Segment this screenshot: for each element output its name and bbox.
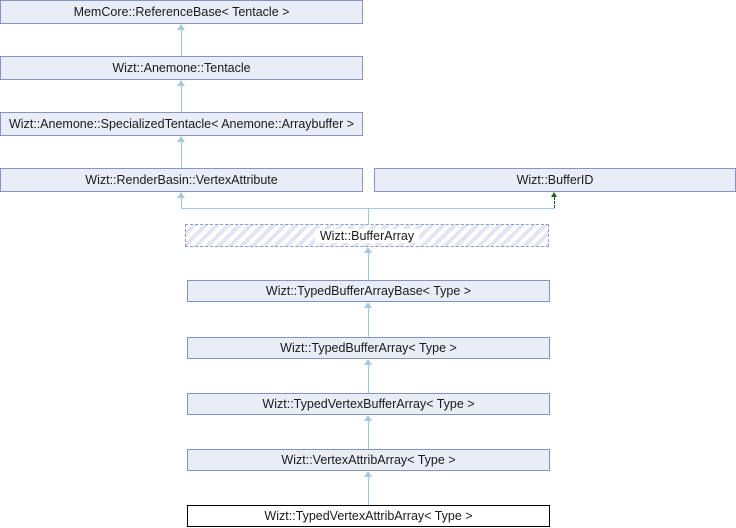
class-node-label: Wizt::Anemone::SpecializedTentacle< Anem… — [8, 117, 355, 131]
inheritance-arrowhead-icon — [364, 302, 372, 308]
inheritance-arrowhead-icon — [364, 471, 372, 477]
class-node-label: Wizt::TypedBufferArrayBase< Type > — [265, 284, 472, 298]
inheritance-arrowhead-icon — [177, 80, 185, 86]
inheritance-arrowhead-icon — [177, 192, 185, 198]
class-node-label: Wizt::Anemone::Tentacle — [112, 61, 251, 75]
inheritance-edge-line — [368, 308, 369, 337]
protected-inheritance-edge-line — [554, 197, 555, 208]
inheritance-edge-line — [368, 253, 369, 280]
class-node-label: Wizt::RenderBasin::VertexAttribute — [85, 173, 278, 187]
class-node-tentacle[interactable]: Wizt::Anemone::Tentacle — [0, 56, 363, 80]
inheritance-edge-line — [368, 421, 369, 449]
class-node-specializedtentacle[interactable]: Wizt::Anemone::SpecializedTentacle< Anem… — [0, 112, 363, 136]
class-node-vertexattribute[interactable]: Wizt::RenderBasin::VertexAttribute — [0, 168, 363, 192]
class-node-referencebase[interactable]: MemCore::ReferenceBase< Tentacle > — [0, 0, 363, 24]
inheritance-edge-line — [368, 208, 369, 224]
inheritance-arrowhead-icon — [364, 247, 372, 253]
inheritance-arrowhead-icon — [364, 415, 372, 421]
inheritance-arrowhead-icon — [177, 24, 185, 30]
inheritance-edge-line — [181, 142, 182, 168]
class-node-label: Wizt::TypedBufferArray< Type > — [280, 341, 457, 355]
class-node-label: MemCore::ReferenceBase< Tentacle > — [73, 5, 290, 19]
class-node-bufferid[interactable]: Wizt::BufferID — [374, 168, 736, 192]
inheritance-edge-line — [181, 30, 182, 56]
class-node-label: Wizt::BufferArray — [314, 228, 420, 243]
protected-inheritance-arrowhead-icon — [551, 192, 557, 197]
class-node-label: Wizt::TypedVertexBufferArray< Type > — [262, 397, 475, 411]
class-node-typedbufferarraybase[interactable]: Wizt::TypedBufferArrayBase< Type > — [187, 280, 550, 302]
class-node-label: Wizt::BufferID — [516, 173, 594, 187]
class-node-vertexattribarray[interactable]: Wizt::VertexAttribArray< Type > — [187, 449, 550, 471]
class-node-typedvertexbufferarray[interactable]: Wizt::TypedVertexBufferArray< Type > — [187, 393, 550, 415]
class-node-typedbufferarray[interactable]: Wizt::TypedBufferArray< Type > — [187, 337, 550, 359]
class-node-bufferarray-undocumented: Wizt::BufferArray — [185, 224, 549, 247]
inheritance-edge-line — [368, 477, 369, 505]
inheritance-edge-line — [368, 365, 369, 393]
class-node-label: Wizt::VertexAttribArray< Type > — [281, 453, 456, 467]
class-node-label: Wizt::TypedVertexAttribArray< Type > — [264, 509, 473, 523]
inheritance-edge-line — [181, 198, 182, 208]
inheritance-arrowhead-icon — [177, 136, 185, 142]
inheritance-edge-line — [181, 86, 182, 112]
class-node-typedvertexattribarray-current: Wizt::TypedVertexAttribArray< Type > — [187, 505, 550, 527]
inheritance-arrowhead-icon — [364, 359, 372, 365]
